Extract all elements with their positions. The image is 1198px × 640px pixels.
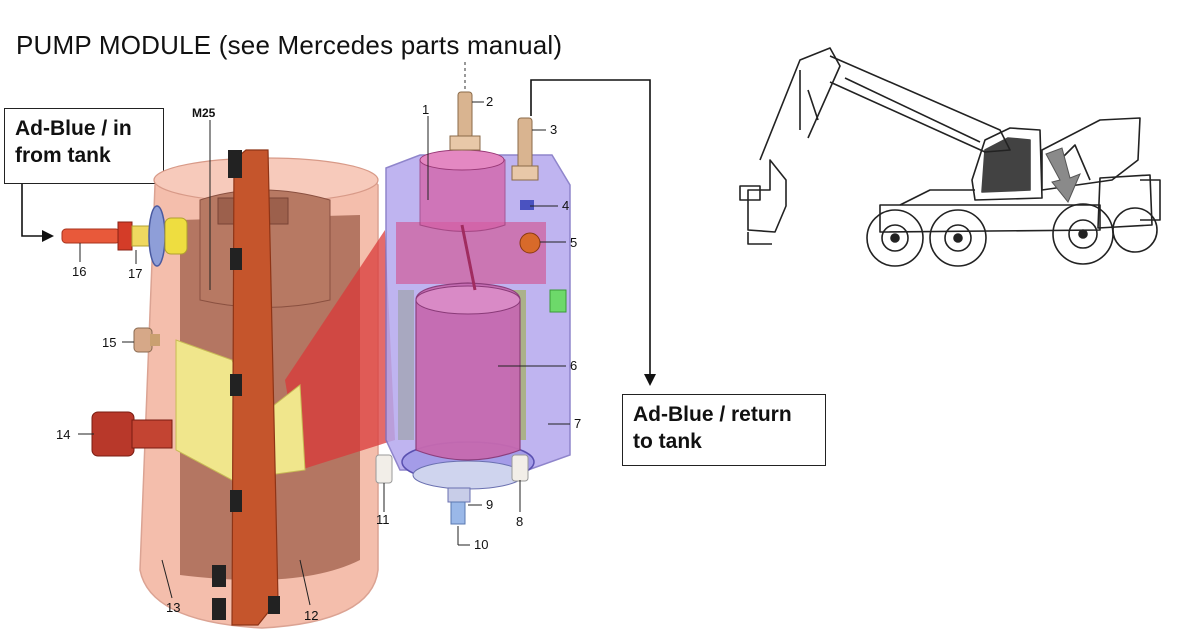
return-nipple-3 bbox=[511, 117, 539, 181]
label-part-16: 16 bbox=[72, 264, 86, 279]
callout-adblue-return-line2: to tank bbox=[633, 430, 702, 453]
red-panel bbox=[285, 230, 395, 470]
fitting-4 bbox=[520, 200, 534, 210]
label-part-2: 2 bbox=[486, 94, 493, 109]
diagram-title: PUMP MODULE (see Mercedes parts manual) bbox=[16, 30, 563, 60]
electrical-connector-14 bbox=[91, 411, 173, 457]
callout-adblue-in: Ad-Blue / in from tank bbox=[4, 108, 164, 184]
callout-adblue-return: Ad-Blue / return to tank bbox=[622, 394, 826, 466]
inlet-flow-arrow bbox=[21, 184, 54, 242]
callout-adblue-in-line2: from tank bbox=[15, 144, 111, 167]
return-flow-arrow bbox=[530, 79, 656, 386]
label-part-15: 15 bbox=[102, 335, 116, 350]
outlet-nipple-2 bbox=[449, 91, 481, 151]
label-m25: M25 bbox=[192, 106, 216, 120]
fitting-11 bbox=[375, 454, 393, 484]
label-part-8: 8 bbox=[516, 514, 523, 529]
label-part-1: 1 bbox=[422, 102, 429, 117]
label-part-11: 11 bbox=[376, 512, 390, 527]
location-arrow bbox=[1045, 147, 1081, 203]
callout-adblue-in-line1: Ad-Blue / in bbox=[15, 117, 132, 140]
callout-adblue-return-line1: Ad-Blue / return bbox=[633, 403, 792, 426]
label-part-5: 5 bbox=[570, 235, 577, 250]
inlet-connector bbox=[61, 205, 188, 267]
fitting-5 bbox=[519, 232, 541, 254]
label-part-12: 12 bbox=[304, 608, 318, 623]
fitting-8 bbox=[511, 454, 529, 482]
label-part-7: 7 bbox=[574, 416, 581, 431]
label-part-17: 17 bbox=[128, 266, 142, 281]
leader-lines bbox=[78, 101, 570, 606]
clamp-strap bbox=[212, 149, 280, 626]
label-part-10: 10 bbox=[474, 537, 488, 552]
harvester-machine-illustration bbox=[739, 47, 1161, 267]
label-part-9: 9 bbox=[486, 497, 493, 512]
label-part-6: 6 bbox=[570, 358, 577, 373]
fitting-10 bbox=[450, 501, 466, 525]
fitting-9 bbox=[447, 487, 471, 503]
filter-cartridge bbox=[415, 224, 521, 461]
fitting-15 bbox=[133, 327, 160, 353]
label-part-4: 4 bbox=[562, 198, 569, 213]
label-part-14: 14 bbox=[56, 427, 70, 442]
label-part-13: 13 bbox=[166, 600, 180, 615]
label-part-3: 3 bbox=[550, 122, 557, 137]
